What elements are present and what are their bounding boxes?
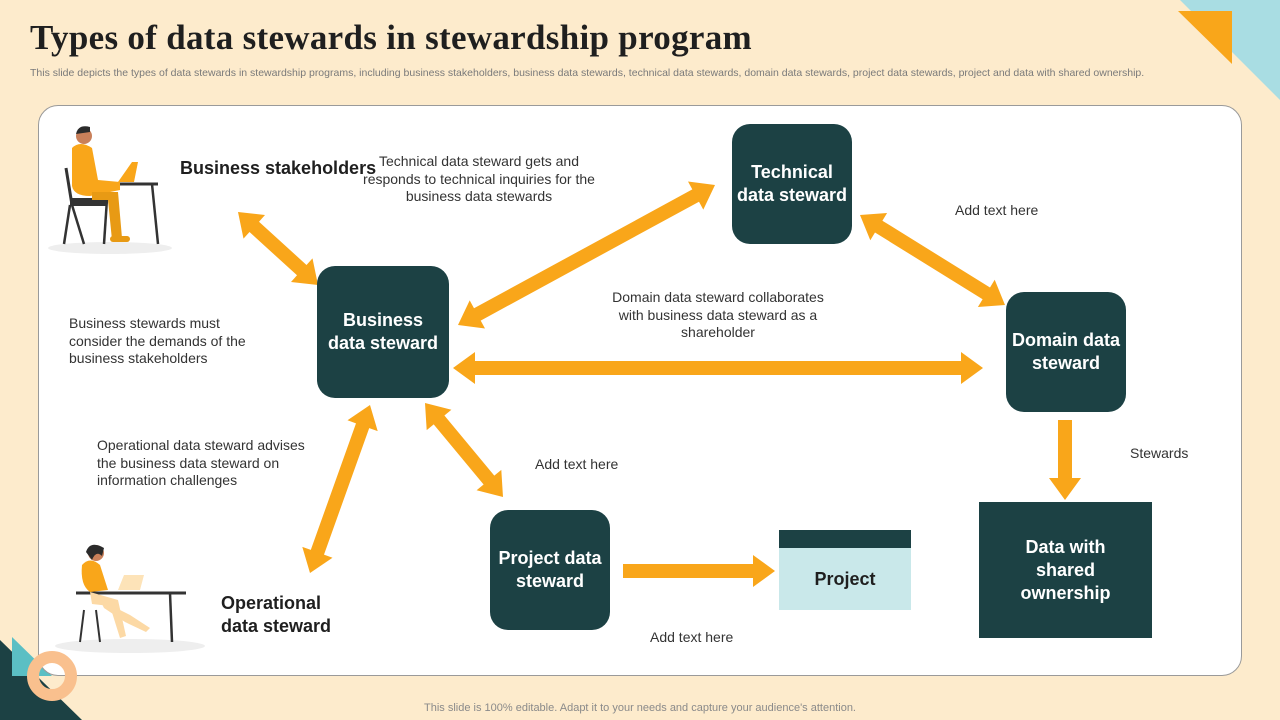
domain-data-steward-box: Domain data steward xyxy=(1006,292,1126,412)
ring-icon xyxy=(27,651,77,701)
stakeholders-steward-arrow xyxy=(238,212,318,285)
steward-project-arrow xyxy=(425,403,503,497)
steward-domain-arrow xyxy=(453,352,983,384)
page-subtitle: This slide depicts the types of data ste… xyxy=(30,67,1145,79)
project-label: Project xyxy=(814,568,876,589)
domain-note: Domain data steward collaborates with bu… xyxy=(612,289,824,340)
technical-data-steward-box: Technical data steward xyxy=(732,124,852,244)
business-data-steward-box: Business data steward xyxy=(317,266,449,398)
business-stakeholders-label: Business stakeholders xyxy=(180,158,377,178)
project-box-header xyxy=(779,530,911,548)
project-data-steward-box: Project data steward xyxy=(490,510,610,630)
steward-operational-arrow xyxy=(302,405,378,573)
technical-note: Technical data steward gets and responds… xyxy=(363,153,595,204)
page-title: Types of data stewards in stewardship pr… xyxy=(30,18,752,57)
project-steward-project-arrow xyxy=(623,555,775,587)
project-bottom-note: Add text here xyxy=(650,629,734,645)
shared-ownership-box: Data with shared ownership xyxy=(979,502,1152,638)
operational-data-steward-label: Operational data steward xyxy=(221,593,332,636)
operational-note: Operational data steward advises the bus… xyxy=(97,437,305,488)
tech-domain-note: Add text here xyxy=(955,202,1039,218)
business-note: Business stewards must consider the dema… xyxy=(69,315,246,366)
stewards-note: Stewards xyxy=(1130,445,1189,461)
corner-orange-triangle xyxy=(1178,11,1232,64)
woman-at-laptop-illustration xyxy=(55,544,205,653)
man-at-laptop-illustration xyxy=(48,126,172,254)
project-box: Project xyxy=(779,530,911,610)
steward-technical-arrow xyxy=(458,181,715,329)
domain-ownership-arrow xyxy=(1049,420,1081,500)
technical-domain-arrow xyxy=(860,213,1005,307)
project-link-note: Add text here xyxy=(535,456,619,472)
footer-note: This slide is 100% editable. Adapt it to… xyxy=(424,702,856,714)
